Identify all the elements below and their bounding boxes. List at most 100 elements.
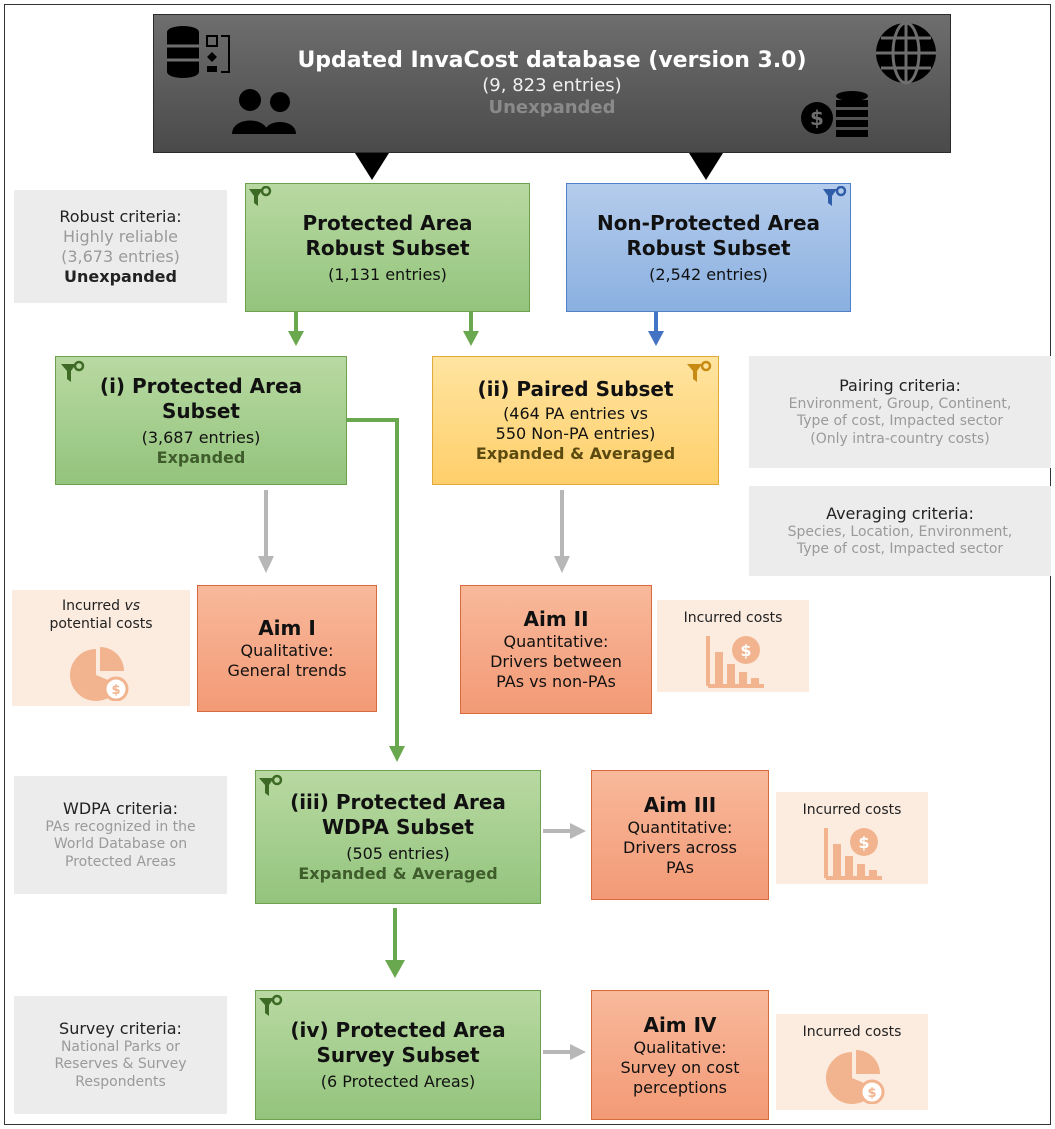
averaging-criteria-title: Averaging criteria: (826, 503, 974, 523)
survey-criteria-line: Respondents (75, 1073, 166, 1090)
robust-criteria-line: (3,673 entries) (61, 246, 180, 266)
subset-i-title: (i) Protected Area (99, 373, 303, 398)
survey-criteria-title: Survey criteria: (59, 1018, 182, 1038)
pairing-criteria-title: Pairing criteria: (839, 375, 961, 395)
aim4-title: Aim IV (643, 1012, 717, 1037)
npa-robust-title: Robust Subset (626, 235, 791, 260)
aim3-title: Aim III (643, 792, 717, 817)
npa-robust-entries: (2,542 entries) (649, 264, 768, 284)
bar-chart-dollar-icon: $ (706, 636, 764, 688)
database-entries: (9, 823 entries) (482, 74, 622, 96)
averaging-criteria-line: Type of cost, Impacted sector (796, 541, 1004, 557)
wdpa-criteria-box: WDPA criteria: PAs recognized in the Wor… (14, 776, 227, 894)
aim1-note-line1: Incurred vs (61, 598, 141, 614)
pa-robust-entries: (1,131 entries) (328, 264, 447, 284)
subset-ii-status: Expanded & Averaged (475, 444, 676, 463)
npa-robust-title: Non-Protected Area (596, 210, 821, 235)
subset-iv-box: (iv) Protected Area Survey Subset (6 Pro… (255, 990, 541, 1120)
aim2-line: PAs vs non-PAs (496, 672, 616, 691)
pairing-criteria-box: Pairing criteria: Environment, Group, Co… (749, 356, 1051, 468)
arrow-top-right (689, 153, 723, 180)
subset-iii-title: WDPA Subset (322, 815, 474, 839)
svg-text:$: $ (740, 641, 751, 660)
aim1-title: Aim I (258, 616, 316, 640)
coins-icon: $ (801, 91, 868, 137)
subset-iii-status: Expanded & Averaged (298, 864, 498, 883)
pairing-criteria-line: Type of cost, Impacted sector (796, 413, 1004, 430)
arrow-pa-to-i (288, 331, 304, 346)
aim4-box: Aim IV Qualitative: Survey on cost perce… (591, 990, 769, 1120)
aim2-line: Quantitative: (503, 632, 609, 651)
users-icon (232, 89, 296, 134)
pie-chart-dollar-icon: $ (826, 1050, 885, 1104)
aim1-note-line2: potential costs (49, 615, 153, 632)
subset-i-status: Expanded (156, 447, 246, 467)
aim2-title: Aim II (523, 607, 589, 631)
aim3-line: PAs (666, 857, 694, 877)
svg-text:$: $ (810, 106, 824, 130)
svg-text:$: $ (111, 683, 120, 698)
pie-chart-dollar-icon: $ (70, 647, 129, 701)
database-status: Unexpanded (488, 97, 616, 119)
subset-iii-title: (iii) Protected Area (290, 790, 506, 814)
arrow-npa-to-ii (648, 331, 664, 346)
globe-icon (876, 21, 936, 85)
averaging-criteria-line: Species, Location, Environment, (787, 523, 1013, 540)
subset-iv-title: Survey Subset (316, 1043, 480, 1067)
robust-criteria-line: Highly reliable (63, 226, 178, 246)
aim1-line: Qualitative: (240, 641, 334, 660)
survey-criteria-line: Reserves & Survey (54, 1056, 187, 1073)
subset-ii-title: (ii) Paired Subset (477, 377, 674, 401)
wdpa-criteria-line: World Database on (53, 836, 188, 853)
filter-gear-icon (823, 186, 847, 206)
subset-i-title: Subset (162, 398, 240, 423)
wdpa-criteria-line: Protected Areas (65, 853, 176, 870)
npa-robust-subset-box: Non-Protected Area Robust Subset (2,542 … (566, 183, 851, 312)
filter-gear-icon (61, 360, 85, 382)
subset-ii-box: (ii) Paired Subset (464 PA entries vs 55… (432, 356, 719, 485)
arrow-top-left (355, 153, 389, 180)
averaging-criteria-box: Averaging criteria: Species, Location, E… (749, 486, 1051, 576)
aim2-box: Aim II Quantitative: Drivers between PAs… (460, 585, 652, 714)
aim3-line: Quantitative: (627, 817, 733, 837)
arrow-iii-to-aim3 (570, 823, 586, 839)
filter-gear-icon (687, 360, 712, 382)
arrow-i-to-aim1 (258, 556, 274, 573)
aim4-line: Qualitative: (633, 1037, 727, 1057)
subset-iii-entries: (505 entries) (346, 844, 450, 863)
arrow-iii-to-iv (385, 960, 405, 978)
aim1-box: Aim I Qualitative: General trends (197, 585, 377, 712)
subset-iv-entries: (6 Protected Areas) (320, 1072, 476, 1091)
pa-robust-title: Robust Subset (305, 235, 470, 260)
arrow-iv-to-aim4 (570, 1044, 586, 1060)
robust-criteria-title: Robust criteria: (59, 206, 182, 226)
robust-criteria-box: Robust criteria: Highly reliable (3,673 … (14, 190, 227, 303)
filter-gear-icon (249, 186, 272, 206)
database-icon (167, 26, 230, 78)
aim4-line: perceptions (632, 1077, 727, 1097)
aim2-line: Drivers between (490, 652, 622, 671)
aim2-note-label: Incurred costs (683, 610, 783, 626)
wdpa-criteria-title: WDPA criteria: (63, 798, 178, 818)
subset-i-box: (i) Protected Area Subset (3,687 entries… (55, 356, 347, 485)
arrow-pa-to-ii (463, 331, 479, 346)
database-title: Updated InvaCost database (version 3.0) (297, 48, 807, 74)
subset-iii-box: (iii) Protected Area WDPA Subset (505 en… (255, 770, 541, 904)
subset-iv-title: (iv) Protected Area (290, 1018, 506, 1042)
survey-criteria-box: Survey criteria: National Parks or Reser… (14, 996, 227, 1114)
survey-criteria-line: National Parks or (60, 1038, 181, 1055)
svg-text:$: $ (867, 1086, 876, 1101)
pa-robust-subset-box: Protected Area Robust Subset (1,131 entr… (245, 183, 530, 312)
filter-gear-icon (259, 994, 283, 1016)
aim1-line: General trends (227, 661, 347, 680)
aim4-note-label: Incurred costs (802, 1024, 902, 1040)
pairing-criteria-line: Environment, Group, Continent, (788, 395, 1012, 412)
aim3-line: Drivers across (623, 837, 737, 857)
aim3-note-label: Incurred costs (802, 802, 902, 818)
robust-criteria-status: Unexpanded (64, 266, 177, 286)
pa-robust-title: Protected Area (302, 210, 473, 235)
filter-gear-icon (259, 774, 283, 796)
arrow-ii-to-aim2 (554, 556, 570, 573)
wdpa-criteria-line: PAs recognized in the (45, 818, 196, 835)
